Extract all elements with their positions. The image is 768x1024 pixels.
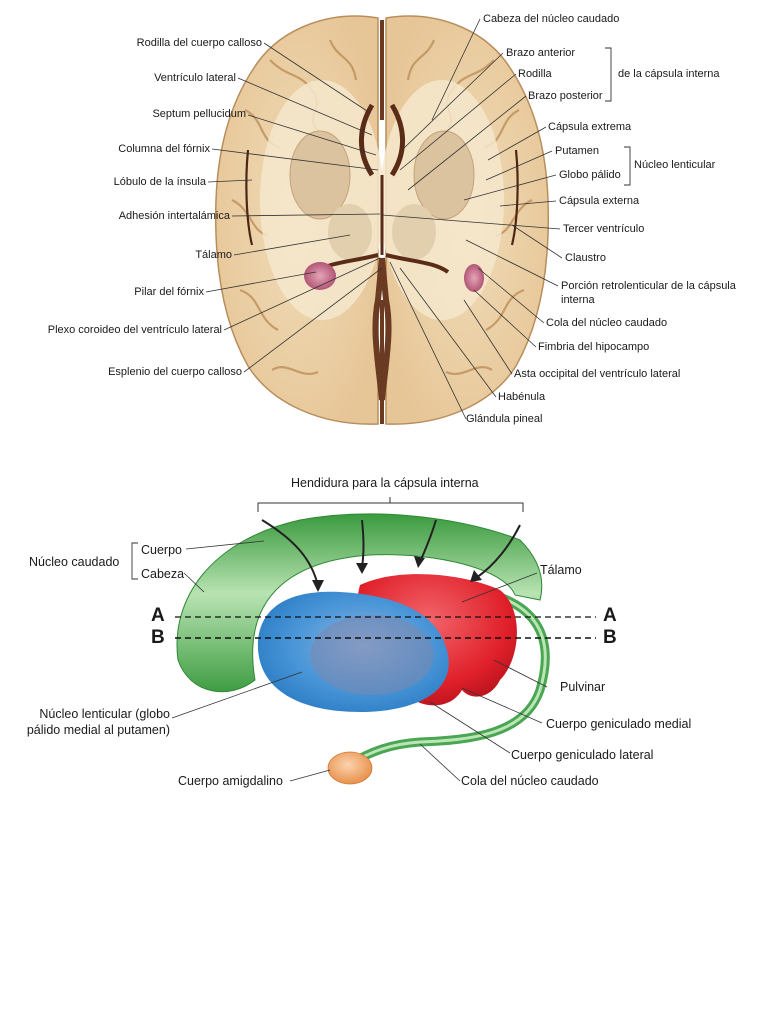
label-glandula-pineal: Glándula pineal xyxy=(466,413,543,425)
label-claustro: Claustro xyxy=(565,252,606,264)
label-porcion-retrolenticular-2: interna xyxy=(561,294,595,306)
label-brazo-posterior: Brazo posterior xyxy=(528,90,603,102)
label-plexo-coroideo: Plexo coroideo del ventrículo lateral xyxy=(47,324,222,336)
label-putamen: Putamen xyxy=(555,145,600,157)
lateral-ventricles xyxy=(358,103,406,177)
label-fimbria: Fimbria del hipocampo xyxy=(538,341,650,353)
hendidura-bracket xyxy=(257,497,524,512)
top-brackets xyxy=(605,47,631,186)
label-hendidura: Hendidura para la cápsula interna xyxy=(291,476,479,490)
label-talamo-bottom: Tálamo xyxy=(540,563,582,577)
label-nucleo-caudado: Núcleo caudado xyxy=(29,555,120,569)
label-ventriculo-lateral: Ventrículo lateral xyxy=(154,72,236,84)
label-cuerpo-amigdalino: Cuerpo amigdalino xyxy=(178,774,283,788)
label-cola-nucleo-caudado-bottom: Cola del núcleo caudado xyxy=(461,774,599,788)
label-cuerpo-geniculado-lateral: Cuerpo geniculado lateral xyxy=(511,748,654,762)
choroid-plexus-right xyxy=(464,264,484,292)
label-cuerpo-geniculado-medial: Cuerpo geniculado medial xyxy=(546,717,692,731)
label-lobulo-insula: Lóbulo de la ínsula xyxy=(113,176,206,188)
brain-horizontal-section xyxy=(214,15,550,425)
amygdala xyxy=(327,751,373,785)
label-pilar-fornix: Pilar del fórnix xyxy=(134,286,204,298)
choroid-plexus-left xyxy=(304,262,336,290)
label-habenula: Habénula xyxy=(498,391,546,403)
arrow-heads xyxy=(312,556,482,592)
label-columna-fornix: Columna del fórnix xyxy=(118,143,210,155)
label-cola-nucleo-caudado-top: Cola del núcleo caudado xyxy=(546,317,668,329)
label-capsula-externa: Cápsula externa xyxy=(559,195,640,207)
label-tercer-ventriculo: Tercer ventrículo xyxy=(563,223,645,235)
axis-letter-b-right: B xyxy=(603,627,617,648)
axis-letter-a-right: A xyxy=(603,605,617,626)
label-talamo-top: Tálamo xyxy=(195,249,232,261)
label-pulvinar: Pulvinar xyxy=(560,680,606,694)
axis-letter-a-left: A xyxy=(151,605,165,626)
axis-letter-b-left: B xyxy=(151,627,165,648)
bottom-leader-lines xyxy=(171,540,548,782)
label-porcion-retrolenticular-1: Porción retrolenticular de la cápsula xyxy=(561,280,736,292)
label-de-la-capsula-interna: de la cápsula interna xyxy=(618,68,720,80)
label-capsula-extrema: Cápsula extrema xyxy=(548,121,632,133)
label-nucleo-lenticular-bottom: Núcleo lenticular (globo pálido medial a… xyxy=(26,707,170,737)
label-esplenio: Esplenio del cuerpo calloso xyxy=(108,366,242,378)
label-cabeza: Cabeza xyxy=(141,567,185,581)
label-globo-palido: Globo pálido xyxy=(559,169,621,181)
label-adhesion-intertalamica: Adhesión intertalámica xyxy=(118,210,230,222)
label-rodilla-cuerpo-calloso: Rodilla del cuerpo calloso xyxy=(136,37,262,49)
label-cuerpo: Cuerpo xyxy=(141,543,182,557)
caudate-nucleus xyxy=(176,513,543,693)
caudado-bracket xyxy=(131,542,138,580)
label-asta-occipital: Asta occipital del ventrículo lateral xyxy=(514,368,681,380)
label-nucleo-lenticular-top: Núcleo lenticular xyxy=(634,159,716,171)
label-rodilla: Rodilla xyxy=(518,68,552,80)
basal-ganglia-3d xyxy=(176,513,550,785)
label-septum-pellucidum: Septum pellucidum xyxy=(152,108,246,120)
label-cabeza-nucleo-caudado: Cabeza del núcleo caudado xyxy=(483,13,620,25)
label-brazo-anterior: Brazo anterior xyxy=(506,47,576,59)
top-leader-lines xyxy=(205,18,563,420)
